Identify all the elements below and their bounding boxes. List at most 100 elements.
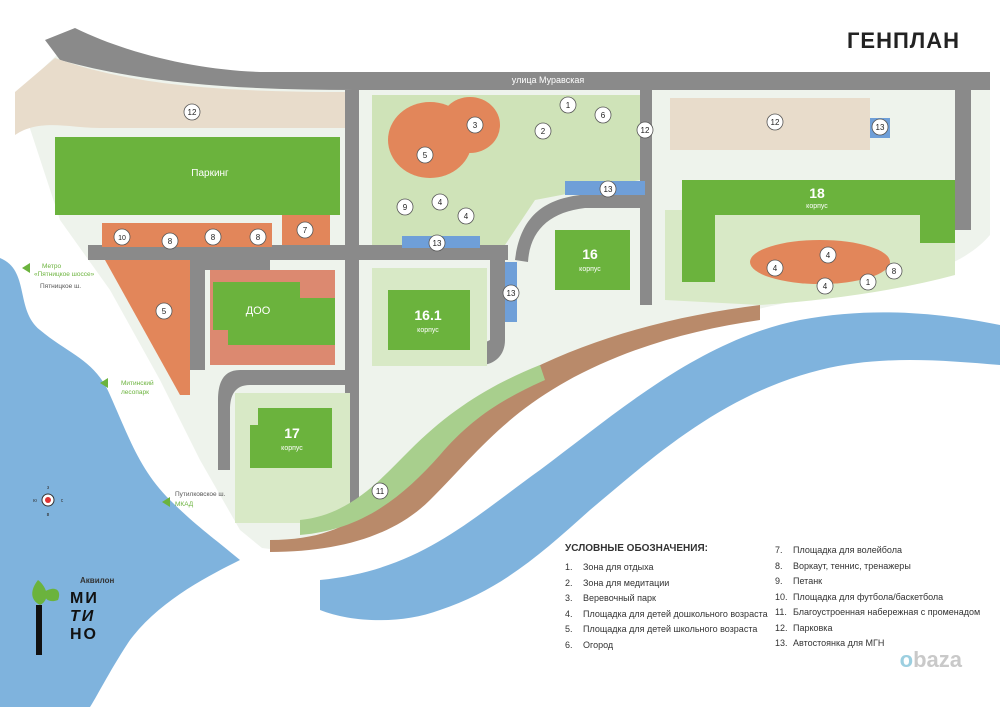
legend-item: 12.Парковка — [775, 622, 833, 633]
marker: 7 — [296, 221, 314, 239]
logo-line-2: ТИ — [70, 608, 96, 625]
svg-text:7: 7 — [303, 226, 308, 235]
street-label: улица Муравская — [512, 75, 585, 85]
svg-text:1: 1 — [566, 101, 571, 110]
svg-text:3: 3 — [473, 121, 478, 130]
svg-text:10: 10 — [118, 235, 126, 242]
marker: 4 — [766, 259, 784, 277]
svg-text:4: 4 — [438, 198, 443, 207]
river-main — [320, 312, 1000, 621]
label-16: 16 — [582, 246, 598, 262]
river-left — [0, 258, 240, 707]
marker: 4 — [819, 246, 837, 264]
label-16-1: 16.1 — [414, 307, 441, 323]
svg-text:5: 5 — [162, 307, 167, 316]
building-doo — [213, 282, 335, 345]
road-segment — [515, 195, 640, 262]
legend-item: 11.Благоустроенная набережная с променад… — [775, 607, 981, 617]
promenade-green — [300, 365, 545, 535]
leaf-logo-icon — [32, 580, 60, 655]
label-18-sub: корпус — [806, 203, 828, 210]
svg-text:9: 9 — [403, 203, 408, 212]
marker: 13 — [428, 234, 446, 252]
svg-text:6: 6 — [601, 111, 606, 120]
marker: 5 — [155, 302, 173, 320]
svg-text:4: 4 — [823, 282, 828, 291]
svg-text:Метро: Метро — [42, 263, 61, 270]
parking-building — [55, 137, 340, 215]
marker: 8 — [204, 228, 222, 246]
marker: 13 — [871, 118, 889, 136]
road-muravskaya — [45, 28, 990, 90]
legend-item: 13.Автостоянка для МГН — [775, 638, 885, 648]
svg-text:12: 12 — [771, 118, 780, 127]
building-16 — [555, 230, 630, 290]
direction-metro: Метро «Пятницкое шоссе» Пятницкое ш. — [22, 263, 95, 290]
svg-text:с: с — [61, 498, 64, 504]
label-17-sub: корпус — [281, 445, 303, 452]
svg-text:2: 2 — [541, 127, 546, 136]
svg-text:в: в — [47, 512, 50, 518]
svg-text:13: 13 — [507, 289, 516, 298]
svg-text:13: 13 — [433, 239, 442, 248]
legend-item: 8.Воркаут, теннис, тренажеры — [775, 560, 911, 571]
label-18: 18 — [809, 185, 825, 201]
legend-item: 10.Площадка для футбола/баскетбола — [775, 591, 944, 602]
svg-text:12: 12 — [188, 108, 197, 117]
label-16-1-sub: корпус — [417, 327, 439, 334]
marker: 8 — [161, 232, 179, 250]
logo: Аквилон МИ ТИ НО — [26, 565, 126, 665]
legend-col-1: УСЛОВНЫЕ ОБОЗНАЧЕНИЯ: 1.Зона для отдыха … — [565, 543, 768, 655]
logo-line-3: НО — [70, 626, 98, 643]
marker: 4 — [431, 193, 449, 211]
building-17 — [250, 408, 332, 468]
marker: 12 — [183, 103, 201, 121]
play-area-18 — [750, 240, 890, 284]
marker: 12 — [766, 113, 784, 131]
play-area-5 — [105, 260, 190, 395]
legend-item: 3.Веревочный парк — [565, 593, 656, 603]
label-17: 17 — [284, 425, 300, 441]
svg-text:13: 13 — [604, 185, 613, 194]
building-18 — [682, 180, 955, 282]
svg-text:Митинский: Митинский — [121, 379, 154, 387]
marker: 2 — [534, 122, 552, 140]
svg-text:4: 4 — [773, 264, 778, 273]
svg-text:12: 12 — [641, 126, 650, 135]
label-parking: Паркинг — [191, 168, 229, 179]
marker: 5 — [416, 146, 434, 164]
marker: 4 — [457, 207, 475, 225]
svg-text:5: 5 — [423, 151, 428, 160]
legend-item: 6.Огород — [565, 639, 614, 650]
legend-heading: УСЛОВНЫЕ ОБОЗНАЧЕНИЯ: — [565, 543, 708, 554]
road-segment — [218, 370, 345, 470]
svg-text:1: 1 — [866, 278, 871, 287]
watermark: obaza — [899, 647, 962, 672]
building-16-1 — [388, 290, 470, 350]
svg-text:8: 8 — [892, 267, 897, 276]
marker: 1 — [559, 96, 577, 114]
svg-text:8: 8 — [211, 233, 216, 242]
road-segment — [640, 90, 652, 305]
marker: 11 — [371, 482, 389, 500]
legend-item: 1.Зона для отдыха — [565, 562, 654, 572]
svg-text:8: 8 — [256, 233, 261, 242]
marker: 1 — [859, 273, 877, 291]
svg-text:11: 11 — [376, 487, 385, 496]
legend-col-2: 7.Площадка для волейбола 8.Воркаут, тенн… — [775, 545, 980, 654]
road-segment — [470, 260, 505, 365]
sports-strip — [102, 223, 272, 247]
svg-text:4: 4 — [826, 251, 831, 260]
marker: 9 — [396, 198, 414, 216]
parking-12-left — [15, 58, 345, 135]
logo-line-1: МИ — [70, 590, 99, 607]
page-title: ГЕНПЛАН — [846, 28, 960, 53]
svg-text:4: 4 — [464, 212, 469, 221]
svg-text:лесопарк: лесопарк — [121, 389, 149, 396]
marker: 3 — [466, 116, 484, 134]
label-16-sub: корпус — [579, 266, 601, 273]
svg-text:ю: ю — [33, 498, 37, 504]
marker: 12 — [636, 121, 654, 139]
marker: 4 — [816, 277, 834, 295]
